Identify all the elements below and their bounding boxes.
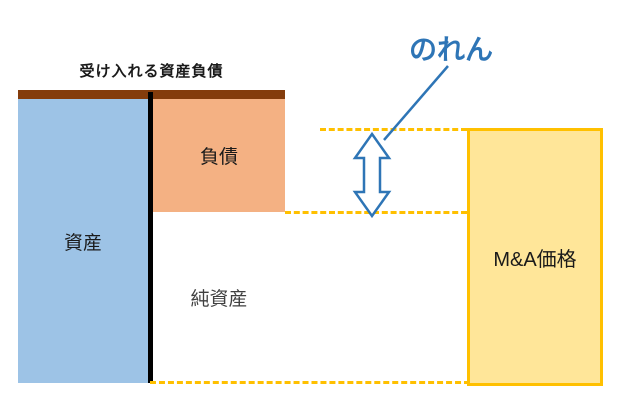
dashed-line-top — [320, 128, 467, 131]
vertical-divider — [148, 92, 153, 383]
liabilities-label: 負債 — [199, 147, 238, 168]
dashed-line-middle — [285, 211, 467, 214]
ma-price-label: M&A価格 — [493, 248, 577, 271]
liabilities-block: 負債 — [153, 99, 285, 212]
goodwill-label: のれん — [408, 34, 493, 65]
net-assets-label: 純資産 — [190, 289, 248, 310]
goodwill-double-arrow-icon — [352, 131, 392, 219]
diagram-title: 受け入れる資産負債 — [79, 63, 224, 80]
dashed-line-bottom — [150, 381, 470, 384]
ma-price-block: M&A価格 — [467, 128, 603, 386]
assets-label: 資産 — [63, 232, 102, 254]
assets-block: 資産 — [18, 99, 148, 383]
net-assets-area: 純資産 — [153, 212, 285, 383]
